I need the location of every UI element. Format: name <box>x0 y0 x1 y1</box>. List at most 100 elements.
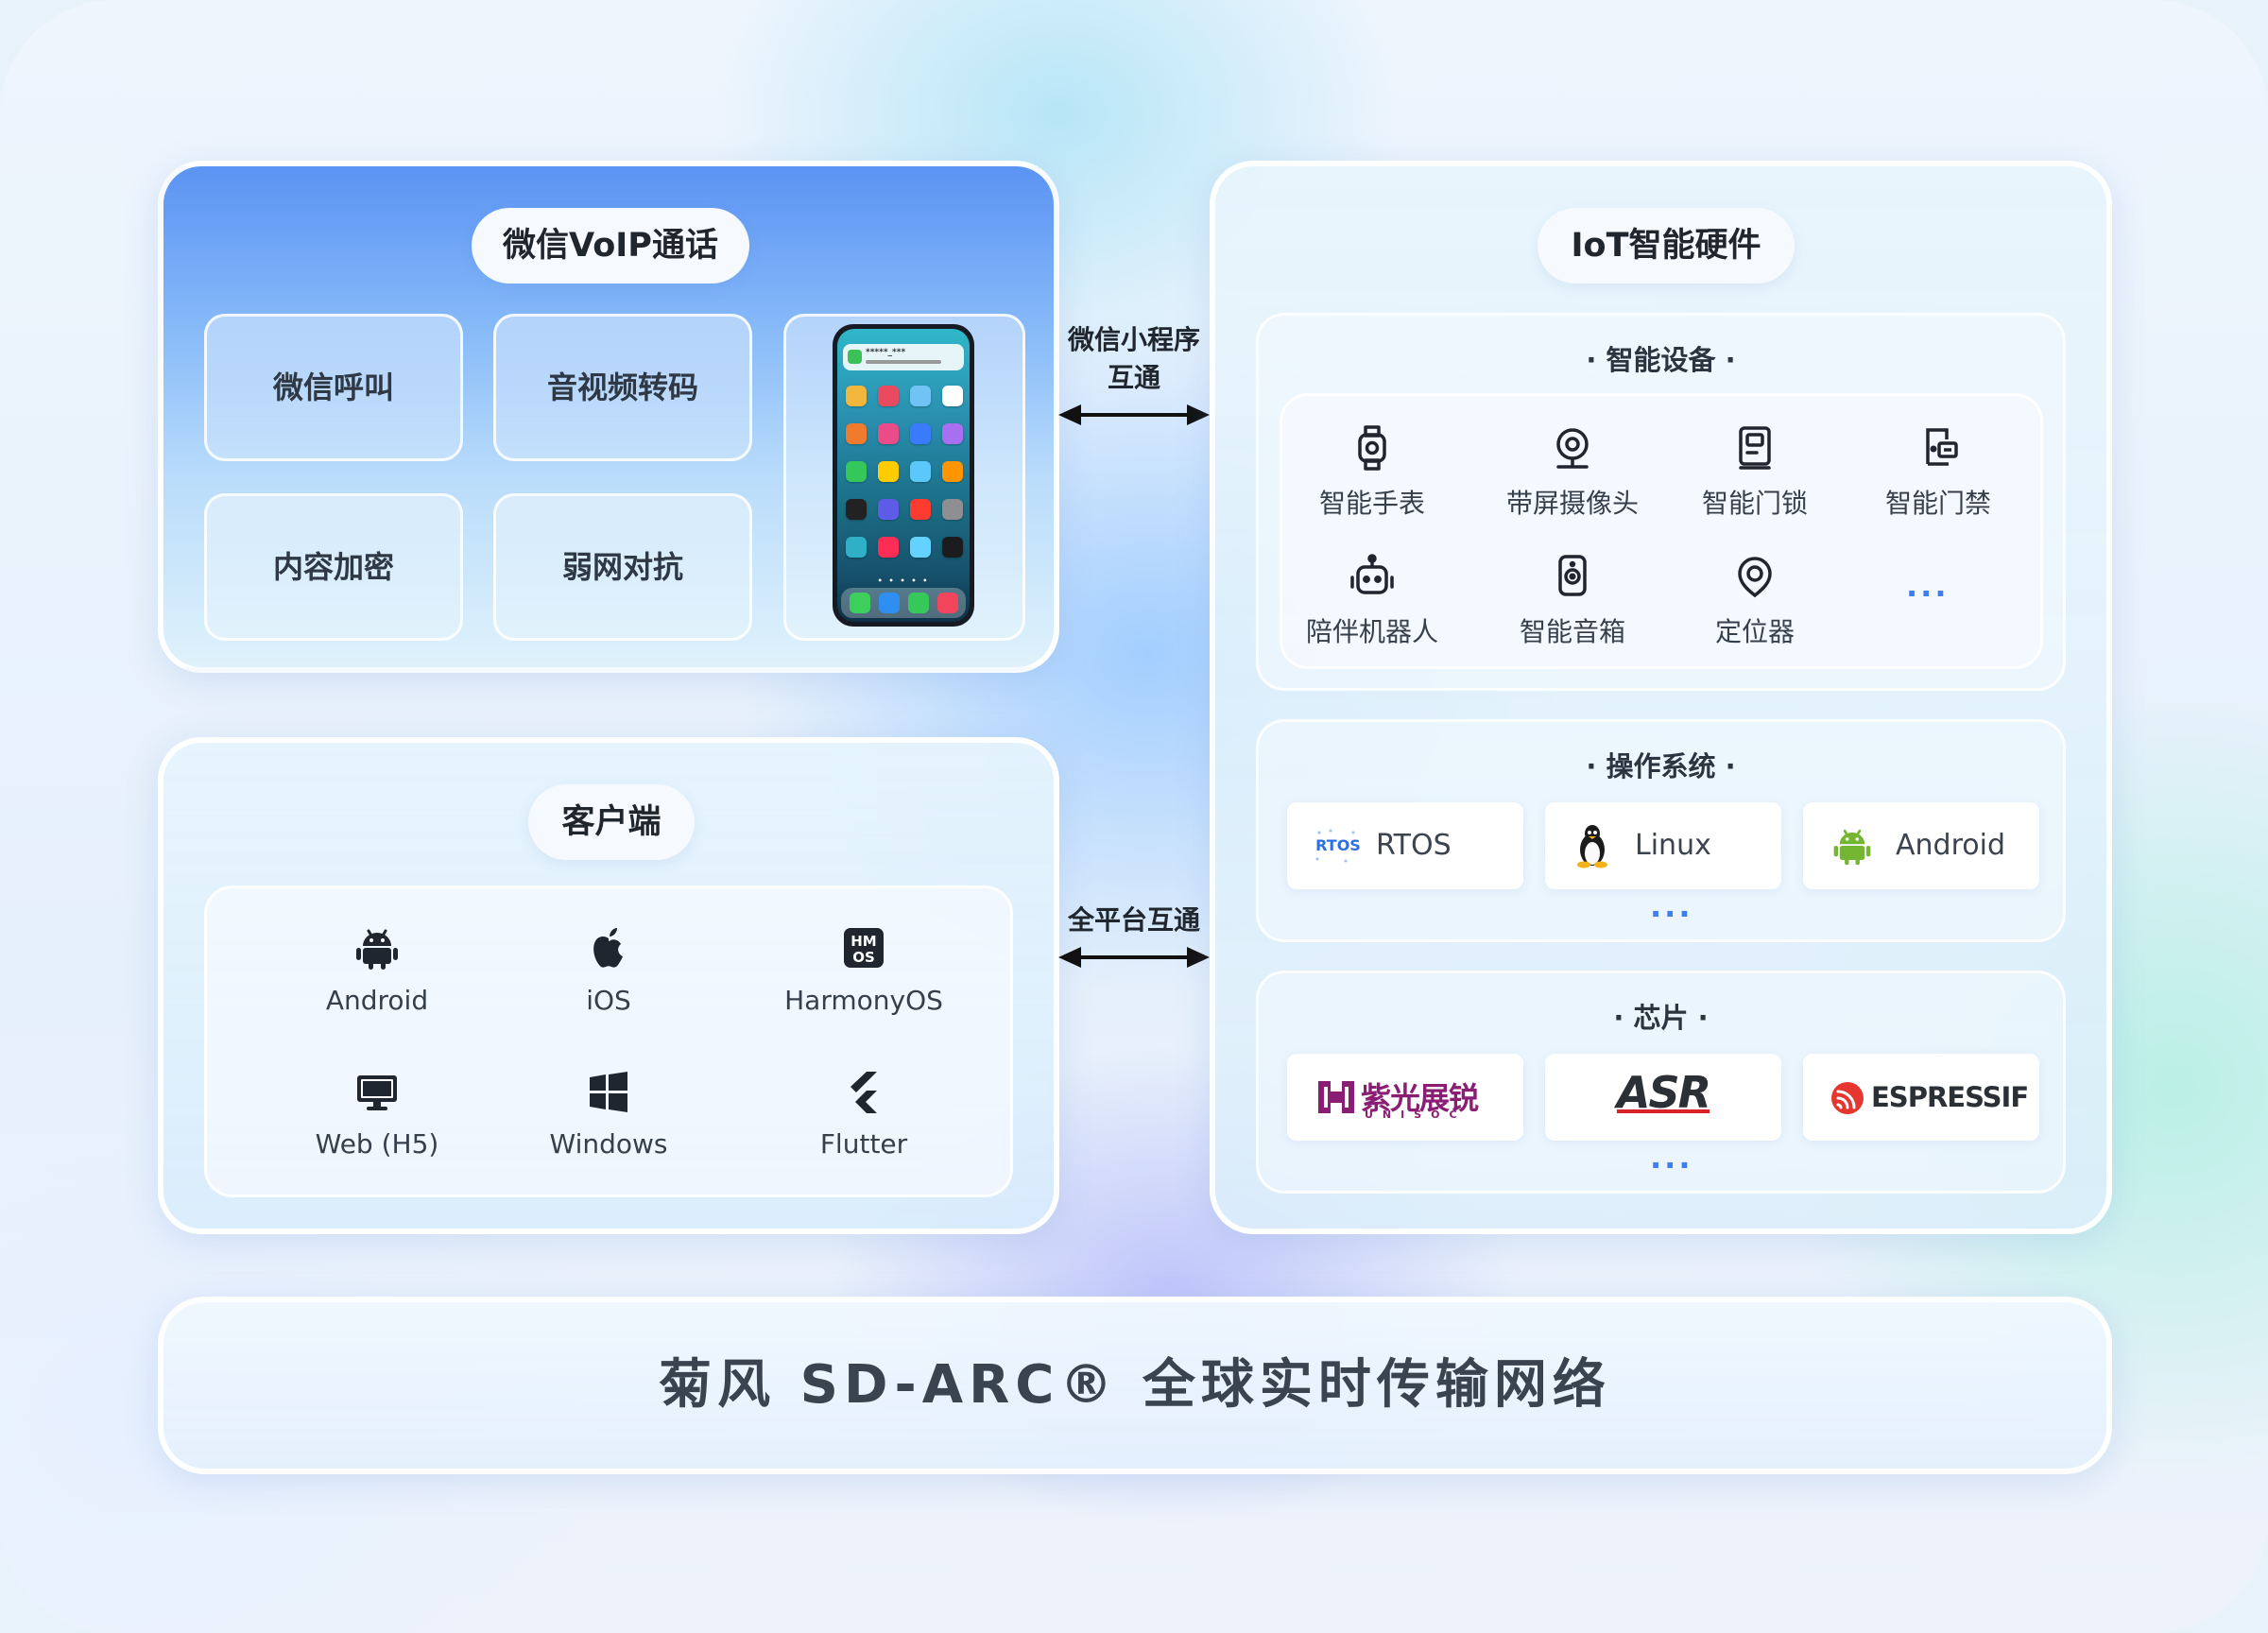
chip-card-espressif: ESPRESSIF <box>1803 1054 2039 1141</box>
page-dots: • • • • • <box>877 576 930 585</box>
device-smartwatch: 智能手表 <box>1301 424 1443 521</box>
platform-label: HarmonyOS <box>784 985 943 1016</box>
device-locator: 定位器 <box>1689 553 1821 649</box>
chip-card-unisoc: 紫光展锐 UNISOC <box>1287 1054 1523 1141</box>
app-icon <box>942 423 963 444</box>
os-title: · 操作系统 · <box>1586 750 1736 782</box>
client-title: 客户端 <box>528 784 695 860</box>
device-robot: 陪伴机器人 <box>1292 553 1452 649</box>
svg-text:OS: OS <box>852 949 875 966</box>
network-banner: 菊风 SD-ARC® 全球实时传输网络 <box>158 1297 2112 1474</box>
device-label: 定位器 <box>1714 616 1795 647</box>
apple-icon <box>593 928 623 968</box>
platform-flutter: Flutter <box>802 1068 925 1160</box>
platform-label: Web (H5) <box>315 1128 439 1160</box>
connector-label-line2: 互通 <box>1107 362 1160 393</box>
platform-label: iOS <box>586 985 631 1016</box>
app-grid <box>843 386 964 575</box>
unisoc-name: 紫光展锐 <box>1361 1080 1479 1116</box>
os-card-android: Android <box>1803 802 2039 889</box>
app-icon <box>846 499 867 520</box>
device-label: 智能手表 <box>1318 488 1425 519</box>
phone-tile: *****_*** • • • • • <box>783 314 1025 641</box>
dock-safari-icon <box>879 593 900 613</box>
iot-title: IoT智能硬件 <box>1538 208 1795 284</box>
dock-messages-icon <box>908 593 929 613</box>
platform-label: Windows <box>549 1128 668 1160</box>
app-icon <box>878 537 899 558</box>
unisoc-mark-icon <box>1318 1081 1354 1113</box>
app-icon <box>878 423 899 444</box>
devices-title: · 智能设备 · <box>1586 344 1736 376</box>
devices-more: ··· <box>1906 576 1950 611</box>
double-arrow-bottom <box>1058 947 1210 968</box>
double-arrow-top <box>1058 404 1210 425</box>
device-label: 智能门禁 <box>1884 488 1991 519</box>
chips-section: · 芯片 · 紫光展锐 UNISOC ASR ESPRESSIF ··· <box>1256 971 2066 1194</box>
unisoc-sub: UNISOC <box>1365 1109 1467 1121</box>
platform-ios: iOS <box>561 924 656 1016</box>
os-section: · 操作系统 · RTOS RTOS Linux Android ··· <box>1256 719 2066 942</box>
app-icon <box>910 537 931 558</box>
device-speaker: 智能音箱 <box>1492 553 1653 649</box>
feature-av-transcoding: 音视频转码 <box>493 314 752 461</box>
dock-phone-icon <box>850 593 870 613</box>
locator-icon <box>1738 557 1772 598</box>
app-icon <box>910 423 931 444</box>
voip-panel: 微信VoIP通话 微信呼叫 音视频转码 内容加密 弱网对抗 *****_*** … <box>158 161 1059 673</box>
platform-windows: Windows <box>547 1068 670 1160</box>
voip-title: 微信VoIP通话 <box>472 208 749 284</box>
phone-notification: *****_*** <box>843 344 964 370</box>
device-label: 智能音箱 <box>1519 616 1625 647</box>
os-more: ··· <box>1650 896 1693 932</box>
device-label: 智能门锁 <box>1701 488 1808 519</box>
robot-icon <box>1350 554 1394 594</box>
app-icon <box>878 461 899 482</box>
app-icon <box>846 386 867 406</box>
os-label: Linux <box>1635 829 1711 862</box>
app-icon <box>846 537 867 558</box>
feature-wechat-call: 微信呼叫 <box>204 314 463 461</box>
os-card-linux: Linux <box>1545 802 1781 889</box>
app-icon <box>910 461 931 482</box>
monitor-icon <box>357 1075 397 1110</box>
platform-label: Android <box>325 985 429 1016</box>
notification-line <box>866 360 941 364</box>
iot-panel: IoT智能硬件 · 智能设备 · 智能手表 带屏摄像头 智能门锁 <box>1210 161 2112 1234</box>
os-card-rtos: RTOS RTOS <box>1287 802 1523 889</box>
os-label: RTOS <box>1376 829 1452 862</box>
app-icon <box>846 461 867 482</box>
wechat-app-icon <box>848 350 862 364</box>
device-access-control: 智能门禁 <box>1863 424 2014 521</box>
chips-title: · 芯片 · <box>1613 1002 1709 1034</box>
smartwatch-icon <box>1358 425 1386 471</box>
devices-section: · 智能设备 · 智能手表 带屏摄像头 智能门锁 智能门禁 <box>1256 313 2066 691</box>
connector-label-line1: 微信小程序 <box>1067 324 1200 355</box>
speaker-icon <box>1558 555 1587 596</box>
platform-android: Android <box>316 924 438 1016</box>
platform-web: Web (H5) <box>301 1068 453 1160</box>
android-icon <box>356 929 398 970</box>
devices-grid: 智能手表 带屏摄像头 智能门锁 智能门禁 陪伴机器人 <box>1280 393 2043 669</box>
android-icon <box>1833 829 1871 866</box>
connector-label-crossplatform: 全平台互通 <box>1067 904 1200 936</box>
network-title: 菊风 SD-ARC® 全球实时传输网络 <box>659 1354 1611 1416</box>
windows-icon <box>590 1072 627 1112</box>
phone-dock <box>841 588 966 618</box>
door-lock-icon <box>1739 426 1771 470</box>
notification-text: *****_*** <box>866 348 906 357</box>
svg-text:RTOS: RTOS <box>1315 836 1361 854</box>
feature-content-encryption: 内容加密 <box>204 493 463 641</box>
app-icon <box>942 461 963 482</box>
device-camera: 带屏摄像头 <box>1483 424 1662 521</box>
platform-label: Flutter <box>819 1128 908 1160</box>
os-label: Android <box>1896 829 2005 862</box>
phone-mockup: *****_*** • • • • • <box>833 324 974 627</box>
app-icon <box>910 386 931 406</box>
rtos-icon: RTOS <box>1315 829 1361 863</box>
device-label: 带屏摄像头 <box>1505 488 1639 519</box>
feature-weak-network: 弱网对抗 <box>493 493 752 641</box>
